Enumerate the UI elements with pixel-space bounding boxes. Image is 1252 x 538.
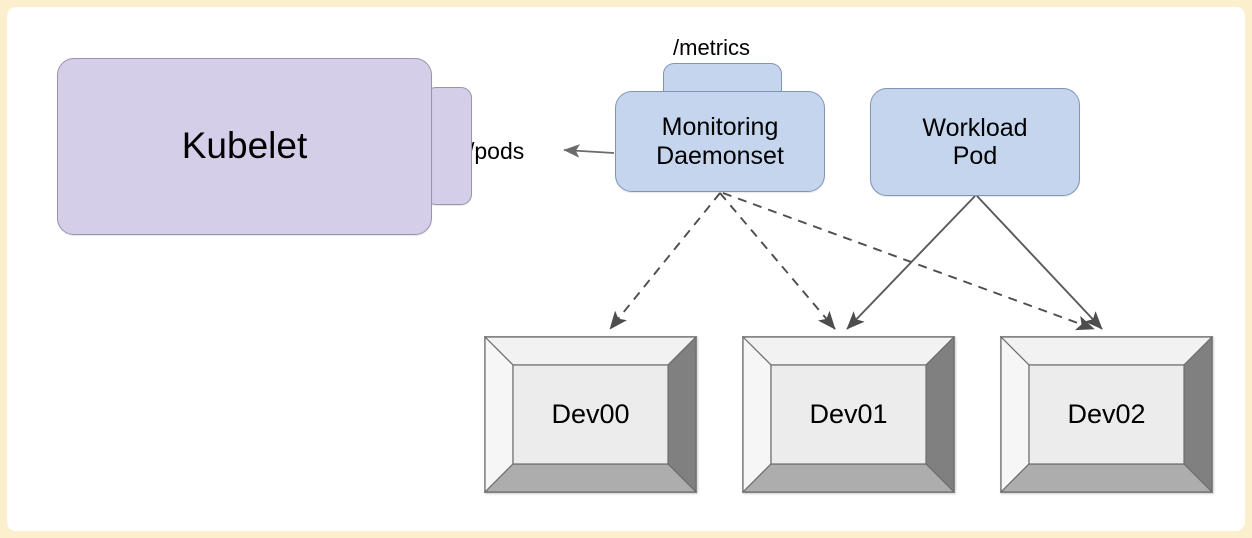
monitoring-daemonset-label: Monitoring Daemonset — [656, 113, 784, 170]
monitoring-daemonset-line1: Monitoring — [661, 113, 779, 141]
node-device-dev01[interactable]: Dev01 — [742, 336, 955, 493]
kubelet-label: Kubelet — [181, 125, 308, 167]
edge-monitoring-to-dev02 — [722, 192, 1095, 331]
edge-workload-to-dev01 — [846, 195, 976, 330]
dev01-bevel-shape — [742, 336, 955, 493]
node-workload-pod[interactable]: Workload Pod — [870, 88, 1080, 196]
node-device-dev02[interactable]: Dev02 — [1000, 336, 1213, 493]
edge-monitoring-to-dev01 — [719, 192, 836, 330]
edge-monitoring-to-kubelet — [563, 144, 615, 158]
node-monitoring-daemonset[interactable]: Monitoring Daemonset — [615, 91, 825, 192]
kubelet-side-tab — [425, 87, 472, 205]
node-device-dev00[interactable]: Dev00 — [484, 336, 697, 493]
dev01-label: Dev01 — [809, 399, 888, 429]
dev00-bevel-shape — [484, 336, 697, 493]
pods-endpoint-label: /pods — [468, 138, 525, 164]
dev02-label: Dev02 — [1067, 399, 1146, 429]
metrics-endpoint-label: /metrics — [673, 35, 750, 60]
monitoring-daemonset-line2: Daemonset — [656, 141, 784, 170]
workload-pod-label: Workload Pod — [922, 114, 1027, 171]
dev00-label: Dev00 — [551, 399, 630, 429]
node-kubelet[interactable]: Kubelet — [57, 58, 432, 235]
dev02-bevel-shape — [1000, 336, 1213, 493]
edge-workload-to-dev02 — [976, 195, 1103, 330]
edge-monitoring-to-dev00 — [609, 192, 721, 330]
workload-pod-line1: Workload — [922, 113, 1028, 142]
diagram-canvas: Kubelet /pods /metrics Monitoring Daemon… — [7, 7, 1245, 531]
workload-pod-line2: Pod — [952, 142, 998, 170]
